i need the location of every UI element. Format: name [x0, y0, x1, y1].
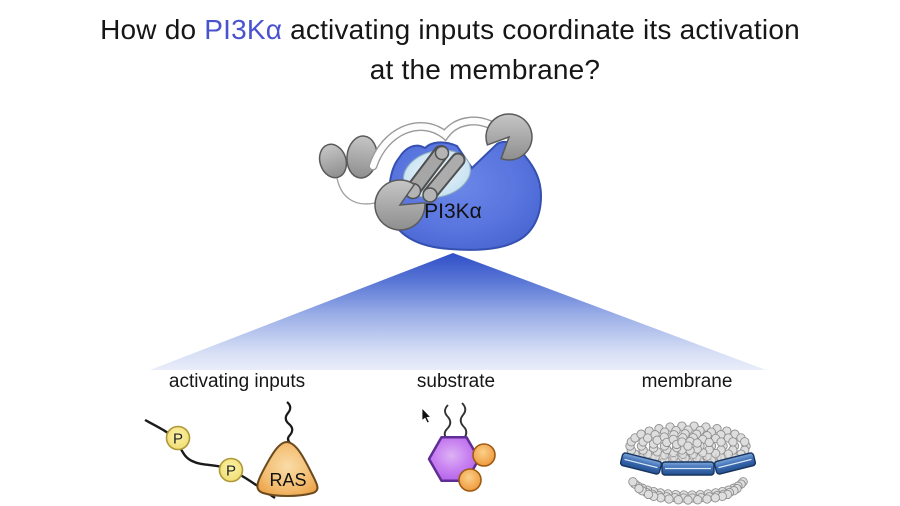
phosphosite-icon [165, 425, 191, 451]
lipid-head [704, 437, 714, 448]
helix-cylinder-icon [407, 147, 447, 196]
protein-label: PI3Kα [424, 200, 482, 223]
lipid-head [628, 477, 638, 487]
lipid-head [710, 493, 720, 503]
lipid-head [702, 494, 712, 504]
lipid-head [683, 441, 693, 451]
title-line-1: How do PI3Kα activating inputs coordinat… [0, 10, 900, 50]
scaffold-belt [619, 452, 757, 476]
membrane-icon [619, 421, 757, 505]
lipid-bottom-rim [628, 477, 748, 505]
linker-line [336, 177, 376, 205]
section-label-substrate: substrate [416, 371, 496, 392]
lipid-head [716, 437, 726, 447]
lipid-head [634, 483, 644, 494]
lipid-anchor-squiggle [284, 401, 294, 444]
section-label-activating-inputs: activating inputs [168, 371, 306, 392]
funnel-triangle [150, 253, 766, 370]
lipid-head [664, 494, 674, 504]
ribbon-fill [369, 118, 502, 170]
title-prefix: How do [100, 14, 205, 45]
belt-highlight [624, 458, 658, 469]
acyl-chain-squiggle [459, 402, 468, 438]
belt-highlight [718, 458, 752, 469]
regulatory-subunit-oval-icon [318, 143, 348, 179]
mouse-cursor [421, 406, 432, 424]
section-label-membrane: membrane [641, 371, 733, 392]
pacman-domain-left-icon [374, 179, 426, 231]
lipid-head [693, 495, 703, 505]
phosphosite-label: P [173, 431, 183, 448]
peptide-chain-line [144, 418, 276, 499]
ras-icon [256, 441, 319, 497]
title-line-2: at the membrane? [369, 54, 601, 85]
lipid-head [728, 437, 738, 447]
substrate-icon [421, 402, 496, 492]
lipid-head [673, 495, 683, 505]
activating-inputs-icon: P P RAS [144, 401, 319, 499]
ras-label: RAS [269, 470, 306, 490]
helix-cylinder-icon [424, 154, 464, 200]
helix-cap-icon [434, 145, 450, 161]
pi3ka-protein-cartoon: PI3Kα [318, 113, 543, 251]
helix-cap-icon [422, 187, 438, 203]
phosphosite-label: P [226, 463, 236, 480]
phosphate-icon [472, 443, 496, 467]
focus-funnel [150, 253, 766, 370]
lipid-head [683, 495, 693, 505]
slide-title: How do PI3Kα activating inputs coordinat… [0, 10, 900, 90]
pacman-domain-right-icon [485, 113, 533, 161]
phosphosite-icon [218, 457, 244, 483]
title-highlight-pi3ka: PI3Kα [204, 14, 283, 45]
lipid-head [692, 438, 702, 448]
acyl-chain-squiggle [443, 404, 452, 439]
lipid-head [643, 489, 654, 500]
lipid-head [740, 437, 750, 447]
phosphate-icon [458, 468, 482, 492]
title-suffix: activating inputs coordinate its activat… [282, 14, 800, 45]
